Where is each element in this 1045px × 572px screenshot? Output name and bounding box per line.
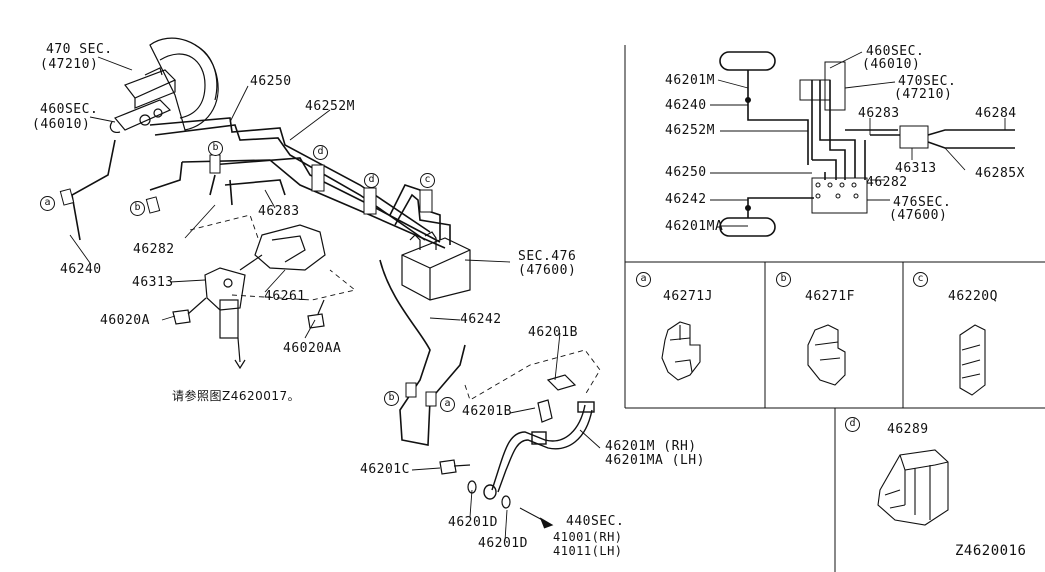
flex-hose-drawing [483, 401, 595, 500]
sch-46285X: 46285X [975, 166, 1025, 181]
sch-46284: 46284 [975, 106, 1017, 121]
diagram-id: Z4620016 [955, 543, 1027, 559]
sch-sec470: 470SEC. [898, 74, 957, 89]
junction-46313-drawing [204, 267, 246, 370]
schematic-lines [719, 51, 1015, 237]
hose-clip-46201B-drawing [537, 374, 577, 423]
sch-sec460-code: (46010) [862, 57, 921, 72]
sch-sec476: 476SEC. [893, 195, 952, 210]
sch-46242: 46242 [665, 192, 707, 207]
detail-c-part: 46220Q [948, 289, 998, 304]
callout-a-2: a [440, 397, 455, 412]
sch-46201MA: 46201MA [665, 219, 724, 234]
label-46252M: 46252M [305, 99, 355, 114]
bolt-46020A-drawing [172, 297, 207, 325]
label-46201M-rh: 46201M (RH) [605, 439, 697, 454]
label-46201MA-lh: 46201MA (LH) [605, 453, 705, 468]
label-sec440: 440SEC. [566, 514, 625, 529]
label-sec470-code: (47210) [40, 57, 99, 72]
clip-46220Q-drawing [959, 324, 986, 396]
washer-b-drawing [501, 495, 511, 509]
detail-d-marker: d [845, 417, 860, 432]
sch-46240: 46240 [665, 98, 707, 113]
callout-a-1: a [40, 196, 55, 211]
label-sec440-lh: 41011(LH) [553, 544, 623, 558]
callout-b-3: b [384, 391, 399, 406]
brake-booster-drawing [109, 37, 219, 133]
label-46242: 46242 [460, 312, 502, 327]
sch-46250: 46250 [665, 165, 707, 180]
sch-sec476-code: (47600) [889, 208, 948, 223]
callout-c-1: c [420, 173, 435, 188]
label-46240: 46240 [60, 262, 102, 277]
reference-note: 请参照图Z4620017。 [172, 389, 301, 403]
abs-actuator-drawing [401, 231, 471, 301]
detail-a-part: 46271J [663, 289, 713, 304]
callout-d-1: d [313, 145, 328, 160]
sch-46201M: 46201M [665, 73, 715, 88]
label-sec460-code: (46010) [32, 117, 91, 132]
sch-sec470-code: (47210) [894, 87, 953, 102]
bolt-46201C-drawing [439, 459, 471, 475]
sch-sec460: 460SEC. [866, 44, 925, 59]
callout-b-2: b [208, 141, 223, 156]
bracket-46261-drawing [239, 224, 326, 271]
label-46201B-mid: 46201B [462, 404, 512, 419]
sch-46252M: 46252M [665, 123, 715, 138]
label-46250: 46250 [250, 74, 292, 89]
label-sec440-rh: 41001(RH) [553, 530, 623, 544]
callout-b-1: b [130, 201, 145, 216]
detail-d-part: 46289 [887, 422, 929, 437]
detail-a-marker: a [636, 272, 651, 287]
detail-b-marker: b [776, 272, 791, 287]
label-46282: 46282 [133, 242, 175, 257]
label-46283: 46283 [258, 204, 300, 219]
sch-46282: 46282 [866, 175, 908, 190]
washer-a-drawing [467, 480, 477, 494]
clip-46271J-drawing [661, 321, 701, 381]
clip-46271F-drawing [807, 324, 846, 386]
label-sec470: 470 SEC. [46, 42, 113, 57]
detail-b-part: 46271F [805, 289, 855, 304]
label-46261: 46261 [264, 289, 306, 304]
label-46201D-a: 46201D [448, 515, 498, 530]
label-46201B-top: 46201B [528, 325, 578, 340]
callout-d-2: d [364, 173, 379, 188]
label-46201D-b: 46201D [478, 536, 528, 551]
label-46020A: 46020A [100, 313, 150, 328]
label-46020AA: 46020AA [283, 341, 342, 356]
label-sec460: 460SEC. [40, 102, 99, 117]
sch-46283: 46283 [858, 106, 900, 121]
schematic-frame [624, 45, 1045, 572]
label-sec476-code: (47600) [518, 263, 577, 278]
label-46313: 46313 [132, 275, 174, 290]
detail-c-marker: c [913, 272, 928, 287]
bolt-46020AA-drawing [307, 299, 325, 329]
label-46201C: 46201C [360, 462, 410, 477]
label-sec476: SEC.476 [518, 249, 577, 264]
clip-46289-drawing [877, 449, 949, 526]
sch-46313: 46313 [895, 161, 937, 176]
